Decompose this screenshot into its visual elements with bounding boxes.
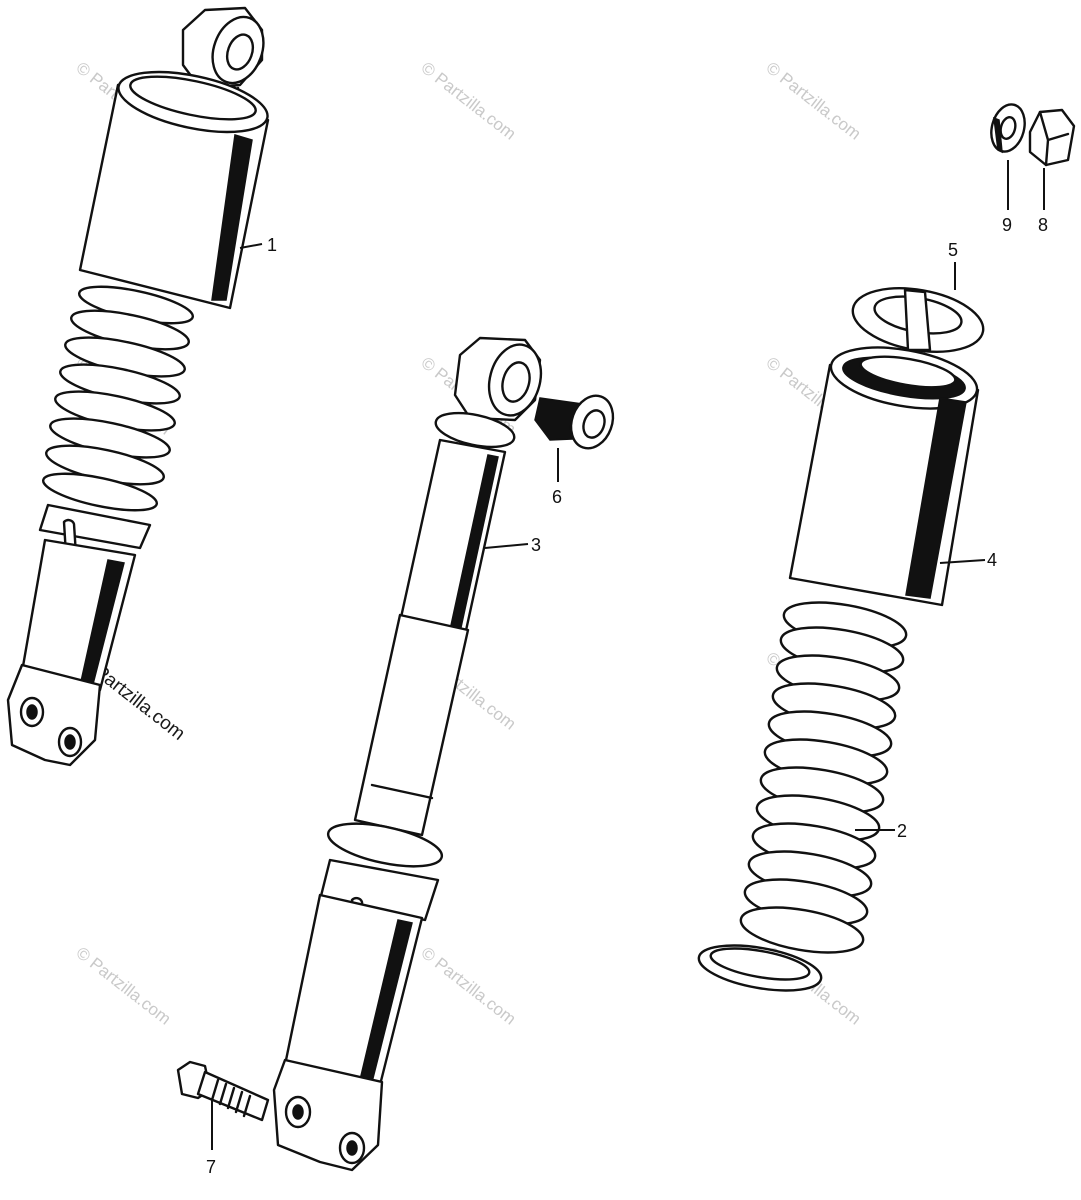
rear-shock-assembly [6,6,270,767]
callout-2: 2 [897,821,907,841]
callout-6: 6 [552,487,562,507]
bolt [176,1060,270,1122]
shock-absorber-damper [272,336,543,1172]
spring-seat [851,287,985,353]
callout-9: 9 [1002,215,1012,235]
watermark: © Partzilla.com [418,943,520,1029]
watermark: © Partzilla.com [73,943,175,1029]
leader-lines [211,160,1045,1150]
watermark: © Partzilla.com [763,58,865,144]
watermark: © Partzilla.com [418,58,520,144]
callout-7: 7 [206,1157,216,1177]
washer [990,103,1026,154]
coil-spring [697,601,908,992]
spring-coils [41,285,195,512]
callout-8: 8 [1038,215,1048,235]
callouts: 1 2 3 4 5 6 7 8 9 [206,215,1048,1177]
spring-cover [788,346,980,607]
nut [1028,108,1076,167]
callout-3: 3 [531,535,541,555]
callout-1: 1 [267,235,277,255]
callout-5: 5 [948,240,958,260]
bushing [534,394,615,450]
callout-4: 4 [987,550,997,570]
